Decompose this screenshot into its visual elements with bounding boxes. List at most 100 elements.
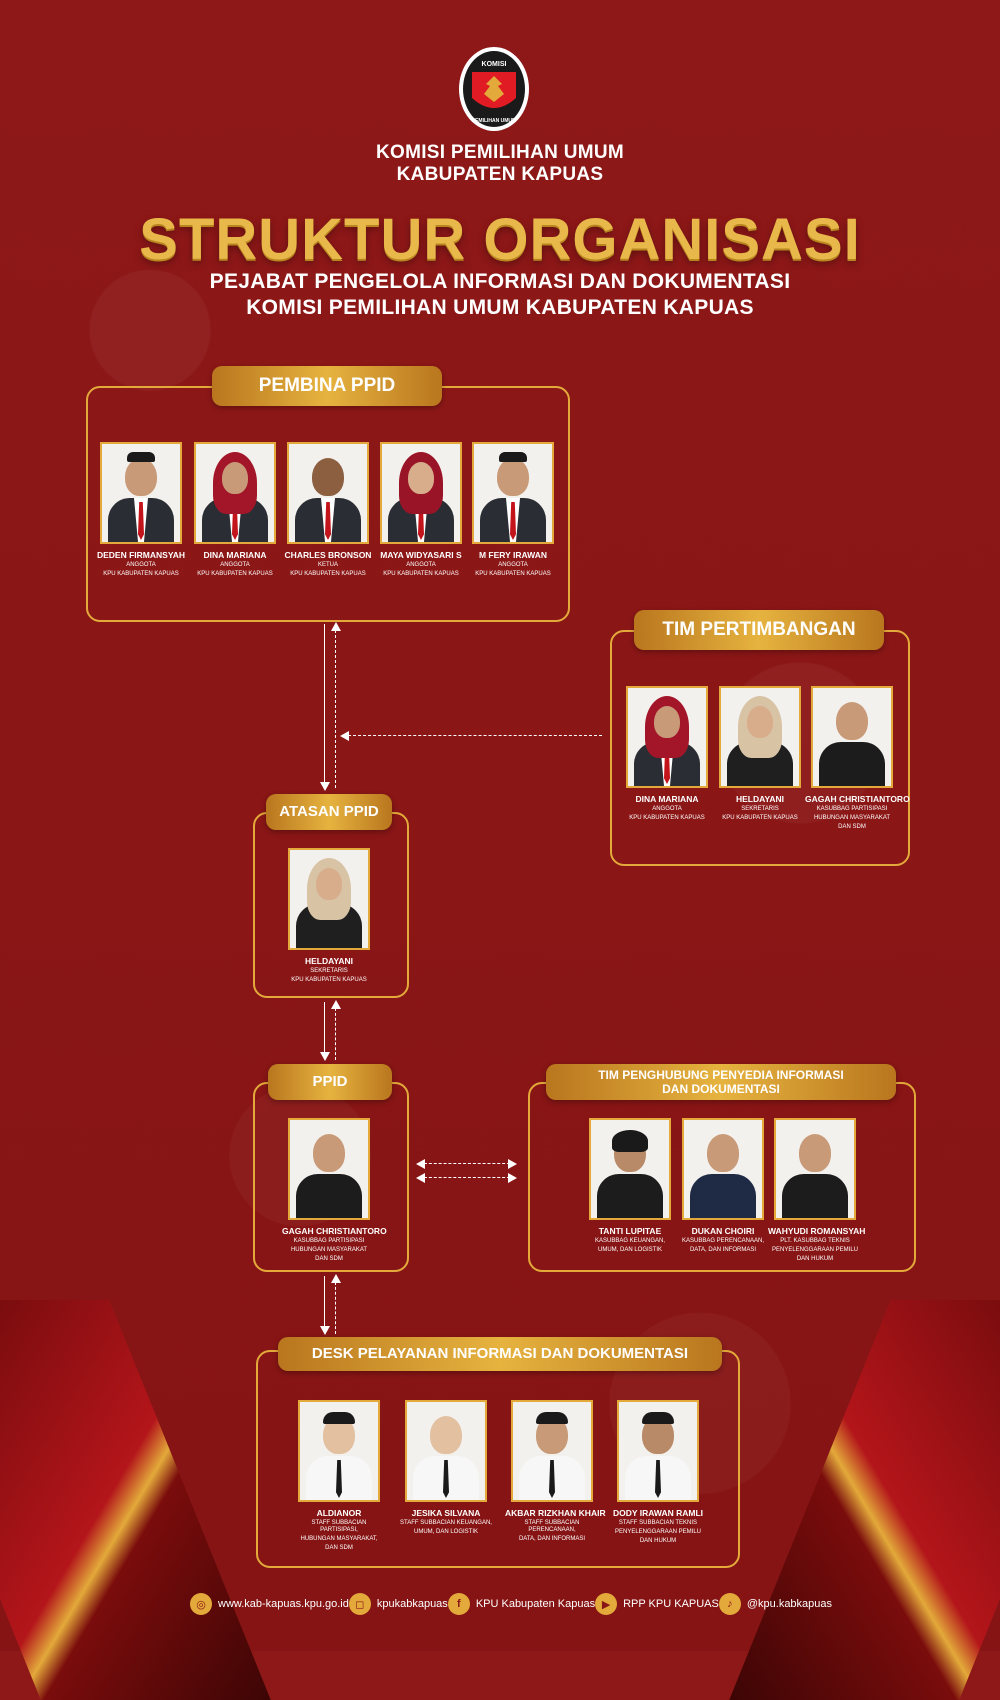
- footer-tiktok-text: @kpu.kabkapuas: [746, 1598, 833, 1610]
- member-photo: [288, 1118, 370, 1220]
- instagram-icon: ◻: [348, 1593, 371, 1615]
- member-photo: [626, 686, 708, 788]
- member-name: WAHYUDI ROMANSYAH: [768, 1226, 866, 1236]
- member-role: DAN HUKUM: [796, 1256, 834, 1262]
- arrow-line-horizontal: [424, 1177, 510, 1178]
- footer-social-bar: ◎ www.kab-kapuas.kpu.go.id ◻ kpukabkapua…: [190, 1592, 833, 1616]
- member-role: ANGGOTA: [652, 806, 682, 812]
- member-name: MAYA WIDYASARI S: [380, 550, 462, 560]
- member-photo: [194, 442, 276, 544]
- arrow-head-down: [320, 1326, 330, 1335]
- member-role: ANGGOTA: [220, 562, 250, 568]
- member-photo: [774, 1118, 856, 1220]
- kpu-logo: KOMISI PEMILIHAN UMUM: [459, 47, 529, 131]
- member-card: TANTI LUPITAE KASUBBAG KEUANGAN, UMUM, D…: [583, 1118, 677, 1254]
- member-role: KPU KABUPATEN KAPUAS: [629, 815, 705, 821]
- member-card: DINA MARIANA ANGGOTA KPU KABUPATEN KAPUA…: [188, 442, 282, 578]
- member-name: DEDEN FIRMANSYAH: [96, 550, 185, 560]
- member-role: KPU KABUPATEN KAPUAS: [383, 571, 459, 577]
- member-card: GAGAH CHRISTIANTORO KASUBBAG PARTISIPASI…: [282, 1118, 387, 1263]
- org-name-line1: KOMISI PEMILIHAN UMUM: [375, 142, 624, 163]
- member-card: HELDAYANI SEKRETARIS KPU KABUPATEN KAPUA…: [282, 848, 376, 984]
- tiktok-icon: ♪: [718, 1593, 741, 1615]
- member-name: JESIKA SILVANA: [411, 1508, 481, 1518]
- footer-facebook-text: KPU Kabupaten Kapuas: [475, 1598, 596, 1610]
- member-photo: [682, 1118, 764, 1220]
- tim-pertimbangan-label: TIM PERTIMBANGAN: [634, 610, 884, 650]
- youtube-icon: ▶: [595, 1593, 618, 1615]
- arrow-head-right: [508, 1159, 517, 1169]
- footer-tiktok[interactable]: ♪ @kpu.kabkapuas: [718, 1593, 833, 1615]
- footer-instagram[interactable]: ◻ kpukabkapuas: [348, 1593, 448, 1615]
- footer-facebook[interactable]: f KPU Kabupaten Kapuas: [447, 1593, 596, 1615]
- member-role: KPU KABUPATEN KAPUAS: [290, 571, 366, 577]
- member-role: DATA, DAN INFORMASI: [518, 1536, 586, 1542]
- member-card: CHARLES BRONSON KETUA KPU KABUPATEN KAPU…: [281, 442, 375, 578]
- member-role: DATA, DAN INFORMASI: [689, 1247, 757, 1253]
- member-card: AKBAR RIZKHAN KHAIR STAFF SUBBACIAN PERE…: [505, 1400, 606, 1543]
- footer-website[interactable]: ◎ www.kab-kapuas.kpu.go.id: [190, 1593, 349, 1615]
- member-card: DUKAN CHOIRI KASUBBAG PERENCANAAN, DATA,…: [676, 1118, 770, 1254]
- member-role: KPU KABUPATEN KAPUAS: [722, 815, 798, 821]
- member-role: UMUM, DAN LOGISTIK: [413, 1529, 478, 1535]
- arrow-line-horizontal: [424, 1163, 510, 1164]
- arrow-line-down: [324, 1002, 325, 1054]
- member-name: HELDAYANI: [304, 956, 354, 966]
- atasan-ppid-label: ATASAN PPID: [266, 794, 392, 830]
- member-role: STAFF SUBBACIAN KEUANGAN,: [400, 1520, 492, 1526]
- arrow-line-up: [335, 630, 336, 788]
- tim-penghubung-label-line1: TIM PENGHUBUNG PENYEDIA INFORMASI: [598, 1068, 844, 1082]
- member-card: DEDEN FIRMANSYAH ANGGOTA KPU KABUPATEN K…: [94, 442, 188, 578]
- member-role: KASUBBAG PARTISIPASI: [293, 1238, 365, 1244]
- member-role: DAN SDM: [315, 1256, 343, 1262]
- arrow-head-down: [320, 782, 330, 791]
- member-name: HELDAYANI: [735, 794, 785, 804]
- member-role: KPU KABUPATEN KAPUAS: [197, 571, 273, 577]
- member-name: DINA MARIANA: [635, 794, 699, 804]
- arrow-head-down: [320, 1052, 330, 1061]
- tim-penghubung-label-line2: DAN DOKUMENTASI: [662, 1082, 780, 1096]
- member-role: STAFF SUBBACIAN PARTISIPASI,: [311, 1520, 367, 1533]
- member-photo: [719, 686, 801, 788]
- member-role: KPU KABUPATEN KAPUAS: [475, 571, 551, 577]
- arrow-line-down: [324, 1276, 325, 1328]
- member-name: DUKAN CHOIRI: [691, 1226, 755, 1236]
- member-name: DINA MARIANA: [203, 550, 267, 560]
- member-role: PLT. KASUBBAG TEKNIS: [780, 1238, 850, 1244]
- arrow-head-right: [508, 1173, 517, 1183]
- member-name: TANTI LUPITAE: [598, 1226, 662, 1236]
- member-photo: [511, 1400, 593, 1502]
- member-photo: [472, 442, 554, 544]
- decorative-corner-right: [729, 1300, 1000, 1700]
- arrow-head-up: [331, 622, 341, 631]
- member-photo: [100, 442, 182, 544]
- globe-icon: ◎: [190, 1593, 212, 1615]
- page-subtitle-line2: KOMISI PEMILIHAN UMUM KABUPATEN KAPUAS: [246, 296, 754, 319]
- member-name: AKBAR RIZKHAN KHAIR: [505, 1508, 606, 1518]
- member-role: KASUBBAG PARTISIPASI: [816, 806, 888, 812]
- member-card: DINA MARIANA ANGGOTA KPU KABUPATEN KAPUA…: [620, 686, 714, 822]
- pembina-ppid-label: PEMBINA PPID: [212, 366, 442, 406]
- member-name: M FERY IRAWAN: [478, 550, 547, 560]
- footer-website-text: www.kab-kapuas.kpu.go.id: [218, 1598, 349, 1610]
- member-role: DAN SDM: [838, 824, 866, 830]
- arrow-head-left: [416, 1159, 425, 1169]
- member-role: HUBUNGAN MASYARAKAT: [813, 815, 891, 821]
- member-photo: [287, 442, 369, 544]
- member-role: ANGGOTA: [126, 562, 156, 568]
- tim-penghubung-label: TIM PENGHUBUNG PENYEDIA INFORMASI DAN DO…: [546, 1064, 896, 1100]
- member-role: PENYELENGGARAAN PEMILU: [771, 1247, 859, 1253]
- desk-pelayanan-label: DESK PELAYANAN INFORMASI DAN DOKUMENTASI: [278, 1337, 722, 1371]
- member-role: KETUA: [317, 562, 338, 568]
- member-name: CHARLES BRONSON: [284, 550, 372, 560]
- arrow-head-up: [331, 1000, 341, 1009]
- footer-youtube[interactable]: ▶ RPP KPU KAPUAS: [595, 1593, 719, 1615]
- member-card: ALDIANOR STAFF SUBBACIAN PARTISIPASI, HU…: [292, 1400, 386, 1552]
- member-card: M FERY IRAWAN ANGGOTA KPU KABUPATEN KAPU…: [466, 442, 560, 578]
- member-role: KASUBBAG PERENCANAAN,: [681, 1238, 765, 1244]
- member-role: ANGGOTA: [498, 562, 528, 568]
- member-name: GAGAH CHRISTIANTORO: [282, 1226, 387, 1236]
- arrow-line-up: [335, 1008, 336, 1060]
- page-subtitle-line1: PEJABAT PENGELOLA INFORMASI DAN DOKUMENT…: [209, 270, 791, 293]
- facebook-icon: f: [447, 1593, 470, 1615]
